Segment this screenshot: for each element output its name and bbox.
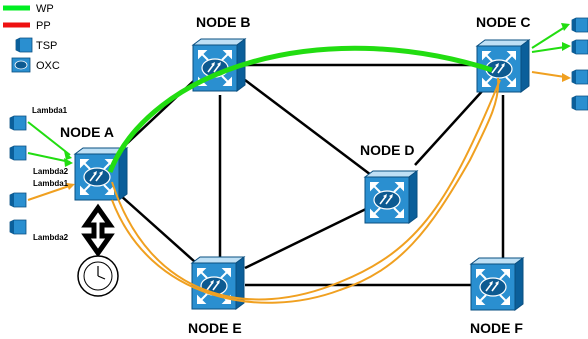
node-a-tsps [9,115,27,235]
legend-tsp-label: TSP [36,40,57,52]
topology-links [119,63,505,287]
legend-tsp-icon [15,37,33,53]
protection-path-return [111,79,501,301]
clock-icon [77,255,119,297]
tsp-a-2 [9,145,27,161]
node-e-icon [191,256,245,310]
node-a-lambda-lines [27,121,73,201]
node-b-label: NODE B [196,14,250,30]
node-c-label: NODE C [476,14,530,30]
lambda-label-1: Lambda1 [32,106,68,115]
legend: WP PP TSP OXC [3,3,60,73]
lambda-label-2: Lambda2 [33,167,69,176]
legend-wp-label: WP [36,3,54,15]
legend-oxc-icon [11,57,31,73]
legend-oxc-label: OXC [36,60,60,72]
node-f-label: NODE F [470,320,523,336]
node-f-icon [470,257,524,311]
link-a-e [119,194,196,263]
node-a-label: NODE A [60,124,114,140]
link-c-d [414,87,486,166]
tsp-c-3 [571,69,588,85]
tsp-a-3 [9,192,27,208]
protection-path [111,77,500,304]
lambda-label-3: Lambda1 [33,179,69,188]
legend-pp-label: PP [36,20,51,32]
node-c-lambda-lines [531,26,566,78]
tsp-a-4 [9,219,27,235]
tsp-c-1 [571,17,588,33]
clock-double-arrow [81,203,115,258]
node-c-tsps [571,17,588,111]
node-e-label: NODE E [188,320,242,336]
node-d-label: NODE D [360,142,414,158]
tsp-a-1 [9,115,27,131]
working-path [107,45,493,173]
tsp-c-2 [571,39,588,55]
lambda-label-4: Lambda2 [33,233,69,242]
tsp-c-4 [571,95,588,111]
link-b-d [244,79,376,179]
node-d-icon [364,170,418,224]
link-d-e [244,206,369,270]
